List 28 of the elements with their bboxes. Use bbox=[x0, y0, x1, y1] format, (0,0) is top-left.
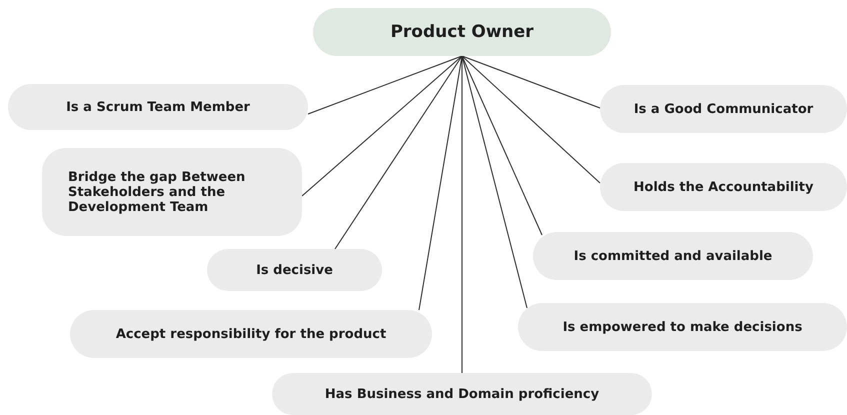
connector-line bbox=[302, 56, 462, 196]
connector-line bbox=[418, 56, 462, 310]
trait-pill bbox=[42, 148, 302, 236]
trait-text: Is committed and available bbox=[574, 248, 772, 264]
connector-line bbox=[308, 56, 462, 114]
trait-text: Holds the Accountability bbox=[634, 180, 814, 194]
trait-pill bbox=[518, 303, 847, 351]
trait-pill bbox=[600, 163, 847, 211]
trait-text: Is empowered to make decisions bbox=[562, 320, 802, 334]
trait-text: Is a Good Communicator bbox=[634, 102, 814, 116]
connector-line bbox=[462, 56, 600, 184]
connector-line bbox=[462, 56, 600, 108]
trait-text: Accept responsibility for the product bbox=[116, 326, 386, 342]
trait-text: Bridge the gap Between Stakeholders and the Development Team bbox=[68, 170, 246, 214]
trait-text: Has Business and Domain proficiency bbox=[324, 386, 600, 402]
trait-text: Is decisive bbox=[256, 262, 333, 278]
connector-line bbox=[462, 56, 528, 308]
trait-pill bbox=[600, 85, 847, 133]
trait-pill bbox=[207, 249, 382, 291]
trait-pill bbox=[272, 373, 652, 415]
connector-line bbox=[334, 56, 462, 250]
trait-pill bbox=[8, 84, 308, 130]
trait-pill bbox=[533, 232, 813, 280]
topic-title: Product Owner bbox=[390, 22, 534, 42]
central-topic-pill bbox=[313, 8, 611, 56]
trait-text: Is a Scrum Team Member bbox=[66, 100, 250, 114]
trait-pill bbox=[70, 310, 432, 358]
connector-line bbox=[462, 56, 542, 236]
